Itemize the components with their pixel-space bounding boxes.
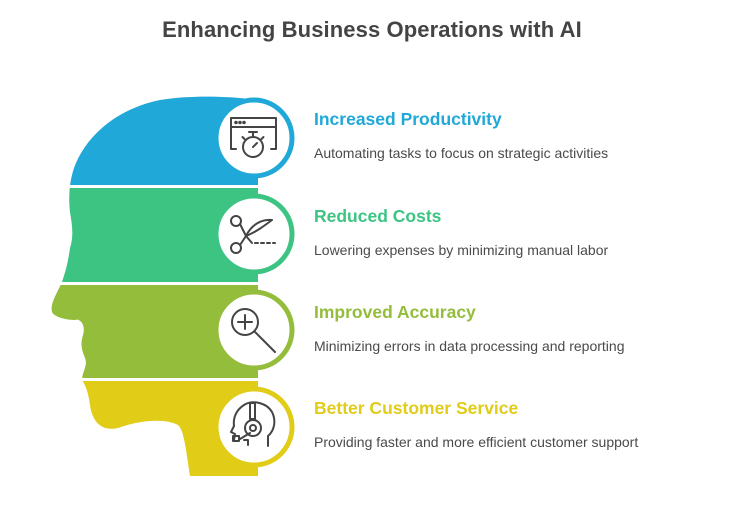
item-heading: Increased Productivity [314, 109, 502, 129]
circle-costs [213, 193, 295, 275]
item-productivity: Increased Productivity Automating tasks … [314, 109, 608, 161]
item-description: Minimizing errors in data processing and… [314, 338, 625, 354]
item-costs: Reduced Costs Lowering expenses by minim… [314, 206, 608, 258]
circle-service [213, 386, 295, 468]
item-accuracy: Improved Accuracy Minimizing errors in d… [314, 302, 624, 354]
browser-stopwatch-icon [230, 117, 277, 158]
scissors-cut-icon [230, 215, 276, 254]
item-heading: Better Customer Service [314, 398, 519, 418]
headset-agent-icon [230, 401, 276, 447]
item-description: Providing faster and more efficient cust… [314, 434, 639, 450]
item-description: Lowering expenses by minimizing manual l… [314, 242, 609, 258]
magnifier-plus-icon [231, 308, 276, 353]
item-heading: Reduced Costs [314, 206, 442, 226]
item-service: Better Customer Service Providing faster… [314, 398, 638, 450]
item-description: Automating tasks to focus on strategic a… [314, 145, 609, 161]
item-heading: Improved Accuracy [314, 302, 476, 322]
diagram-title: Enhancing Business Operations with AI [162, 17, 582, 42]
